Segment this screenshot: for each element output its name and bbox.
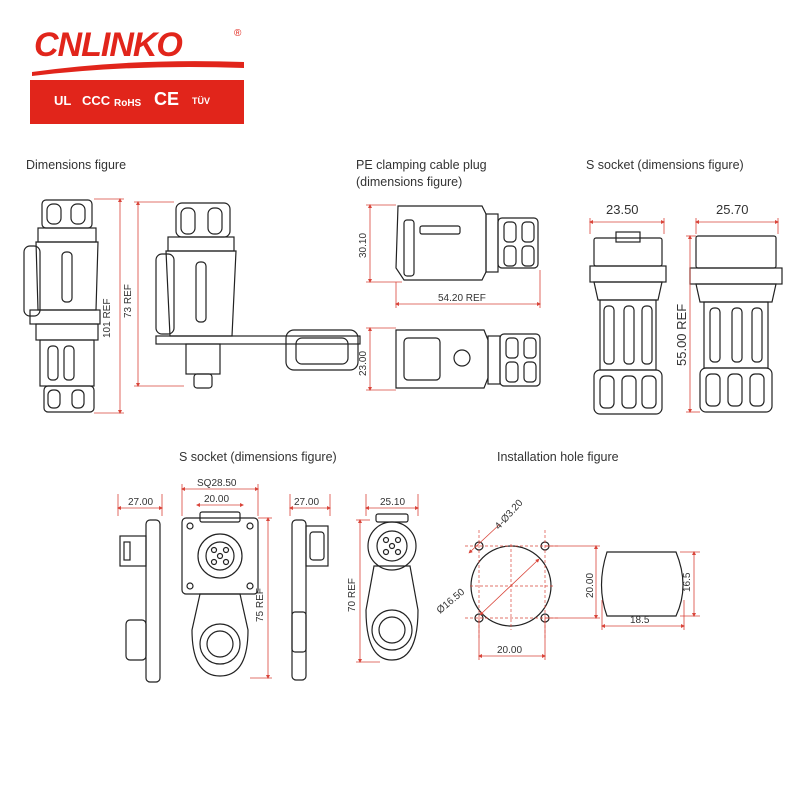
title-dimensions-figure: Dimensions figure [26,158,127,172]
dia-16-50: Ø16.50 [435,587,468,617]
dim-101-ref: 101 REF [102,299,113,338]
title-pe-plug-1: PE clamping cable plug [356,158,487,172]
pe-plug-side-drawing [395,205,539,281]
connector-panel-drawing [155,202,361,389]
sq-28-50: SQ28.50 [197,478,237,489]
dim-27-00-a: 27.00 [128,497,153,508]
title-pe-plug-2: (dimensions figure) [356,175,463,189]
connector-straight-drawing [23,199,101,413]
title-installation-hole: Installation hole figure [497,450,619,464]
dim-54-20-ref: 54.20 REF [438,293,486,304]
rohs-mark: RoHS [114,98,142,109]
pe-plug-top-drawing [395,329,541,389]
dim-20-00-a: 20.00 [204,494,229,505]
s-socket-bottom-side1 [119,519,161,683]
dim-20-00-v: 20.00 [585,573,596,598]
s-socket-bottom-side2 [291,519,329,681]
hole-4-dia: 4-Ø3.20 [493,497,526,532]
s-socket-bottom-front2 [365,513,419,661]
dim-25-70: 25.70 [716,202,749,217]
dim-25-10: 25.10 [380,497,405,508]
brand-logo: CNLINKO ® UL CCC RoHS CE TÜV [22,18,248,128]
dim-73-ref: 73 REF [123,284,134,318]
dim-16-5: 16.5 [682,572,693,592]
s-socket-bottom-front1 [181,511,259,677]
dim-55-ref: 55.00 REF [674,304,689,366]
title-s-socket-top: S socket (dimensions figure) [586,158,744,172]
dim-20-00-h: 20.00 [497,645,522,656]
dim-30-10: 30.10 [358,233,369,258]
ul-mark: UL [54,93,72,108]
ce-mark: CE [154,89,180,109]
installation-hole-drawing [470,541,684,627]
dim-23-00: 23.00 [358,351,369,376]
title-s-socket-bottom: S socket (dimensions figure) [179,450,337,464]
s-socket-front-drawing [589,231,667,415]
brand-name: CNLINKO [34,26,183,64]
tuv-mark: TÜV [192,96,210,106]
registered-mark: ® [234,28,242,39]
dim-23-50: 23.50 [606,202,639,217]
dim-27-00-b: 27.00 [294,497,319,508]
dim-18-5: 18.5 [630,615,650,626]
dim-75-ref: 75 REF [255,588,266,622]
dim-70-ref: 70 REF [347,578,358,612]
certification-bar [30,80,244,124]
ccc-mark: CCC [82,93,111,108]
logo-swoosh [32,61,244,76]
s-socket-side-drawing [689,235,783,413]
